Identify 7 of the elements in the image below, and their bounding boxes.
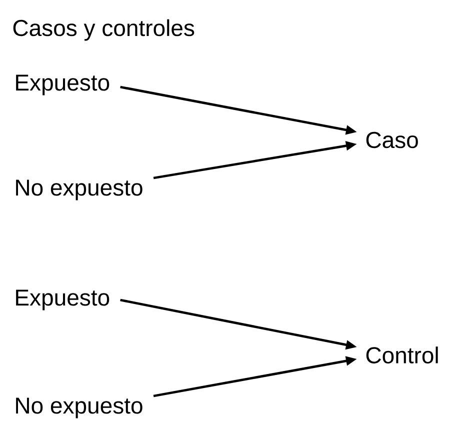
node-label: No expuesto	[16, 398, 142, 418]
node-label: Expuesto	[16, 74, 110, 96]
node-label: Control	[366, 346, 438, 364]
node-label: Expuesto	[16, 290, 110, 310]
title: Casos y controles	[13, 19, 194, 41]
node-label: Caso	[366, 132, 418, 148]
node-label: No expuesto	[16, 180, 142, 200]
